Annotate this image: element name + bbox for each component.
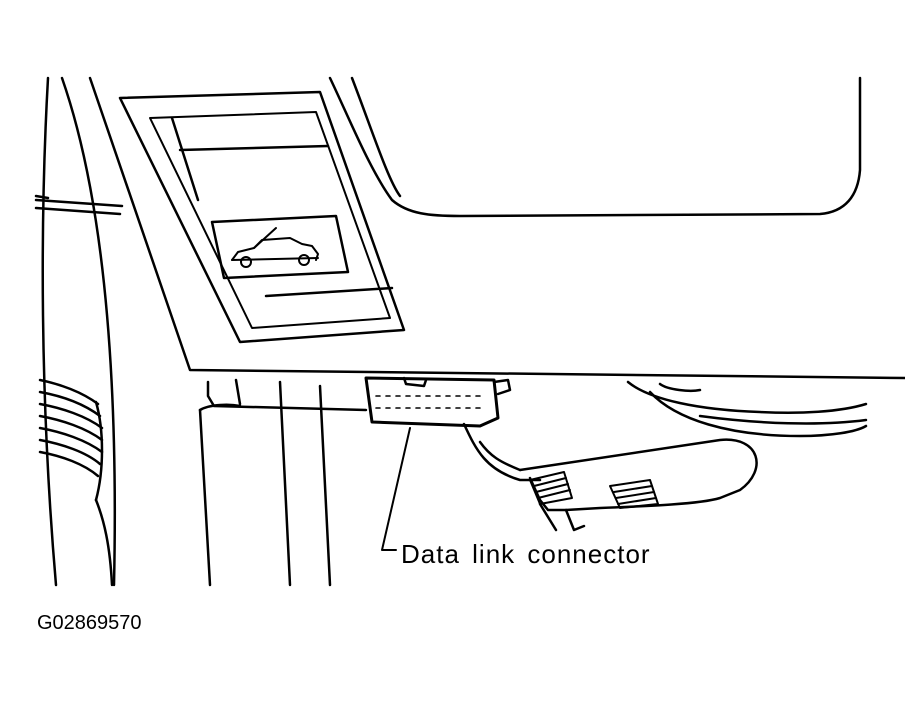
lower-dash-panel: [88, 76, 905, 380]
wiring-harness: [462, 422, 758, 532]
callout-data-link-connector: Data link connector: [401, 539, 651, 569]
figure-id-label: G02869570: [37, 612, 142, 634]
harness-plug-right: [609, 479, 659, 509]
left-pillar-trim: [34, 76, 124, 587]
steering-column-area: [626, 380, 868, 438]
hood-release-bezel: [118, 90, 406, 344]
callout-leader-line: [381, 427, 411, 551]
corrugated-boot: [38, 378, 114, 587]
car-hood-open-icon: [231, 227, 319, 268]
harness-plug-left: [529, 471, 573, 505]
lower-trim-columns: [198, 378, 368, 587]
data-link-connector: [364, 376, 512, 428]
